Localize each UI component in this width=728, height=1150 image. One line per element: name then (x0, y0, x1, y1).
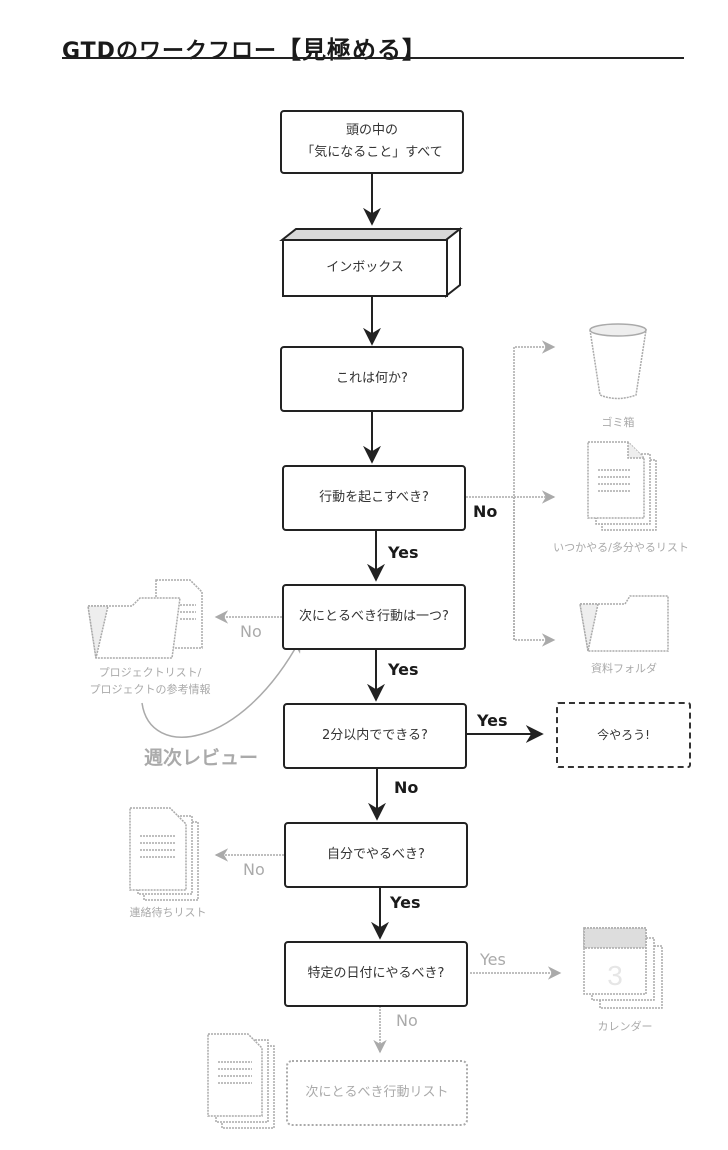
node-single-action-label: 次にとるべき行動は一つ? (299, 608, 449, 624)
node-what-is-it: これは何か? (280, 346, 464, 412)
trash-icon (589, 323, 647, 400)
weekly-review-curve (141, 638, 301, 738)
inbox-side-face (445, 226, 461, 299)
node-specific-date-label: 特定の日付にやるべき? (307, 965, 445, 981)
node-inbox-label: インボックス (326, 259, 404, 275)
caption-reference-folder: 資料フォルダ (591, 662, 657, 675)
node-two-minutes: 2分以内でできる? (283, 703, 467, 769)
calendar-icon: 3 (583, 927, 663, 1009)
node-do-it-now: 今やろう! (556, 702, 691, 768)
node-actionable-label: 行動を起こすべき? (319, 489, 429, 505)
page-title: GTDのワークフロー【見極める】 (62, 30, 427, 65)
caption-someday-maybe: いつかやる/多分やるリスト (553, 541, 689, 554)
label-two-min-no: No (394, 778, 419, 797)
node-do-it-now-label: 今やろう! (597, 727, 650, 742)
title-emphasis: 【見極める】 (276, 36, 427, 64)
node-what-is-it-label: これは何か? (336, 370, 408, 386)
node-stuff-line1: 頭の中の (345, 122, 398, 138)
label-actionable-no: No (473, 502, 498, 521)
caption-trash: ゴミ箱 (601, 416, 635, 429)
caption-calendar: カレンダー (597, 1020, 653, 1033)
node-next-actions-list: 次にとるべき行動リスト (286, 1060, 468, 1126)
label-actionable-yes: Yes (388, 543, 419, 562)
label-date-no: No (396, 1011, 418, 1030)
node-single-action: 次にとるべき行動は一つ? (282, 584, 466, 650)
document-stack-icon-someday (587, 441, 657, 531)
caption-projects: プロジェクトリスト/ プロジェクトの参考情報 (80, 665, 220, 698)
label-yourself-yes: Yes (390, 893, 421, 912)
title-text: GTDのワークフロー (62, 39, 277, 64)
node-next-actions-list-label: 次にとるべき行動リスト (305, 1084, 449, 1100)
node-stuff: 頭の中の「気になること」すべて (280, 110, 464, 174)
arrow-to-reference (513, 497, 556, 647)
label-single-no: No (240, 622, 262, 641)
folder-icon-reference (579, 595, 669, 652)
node-two-minutes-label: 2分以内でできる? (322, 727, 428, 743)
title-divider (62, 57, 684, 59)
label-date-yes: Yes (480, 950, 506, 969)
svg-text:3: 3 (607, 960, 623, 991)
label-single-yes: Yes (388, 660, 419, 679)
node-actionable: 行動を起こすべき? (282, 465, 466, 531)
label-two-min-yes: Yes (477, 711, 508, 730)
document-stack-icon-waiting (129, 807, 199, 901)
caption-waiting-for: 連絡待ちリスト (129, 906, 207, 919)
arrow-to-trash (513, 340, 556, 640)
node-do-yourself: 自分でやるべき? (284, 822, 468, 888)
weekly-review-label: 週次レビュー (144, 747, 259, 769)
caption-projects-line1: プロジェクトリスト/ (98, 666, 202, 679)
node-do-yourself-label: 自分でやるべき? (327, 846, 425, 862)
folder-icon-projects (87, 579, 203, 659)
node-stuff-line2: 「気になること」すべて (301, 145, 443, 160)
label-yourself-no: No (243, 860, 265, 879)
node-inbox: インボックス (282, 239, 448, 297)
node-specific-date: 特定の日付にやるべき? (284, 941, 468, 1007)
caption-projects-line2: プロジェクトの参考情報 (89, 682, 211, 696)
document-stack-icon-next-actions (207, 1033, 275, 1129)
